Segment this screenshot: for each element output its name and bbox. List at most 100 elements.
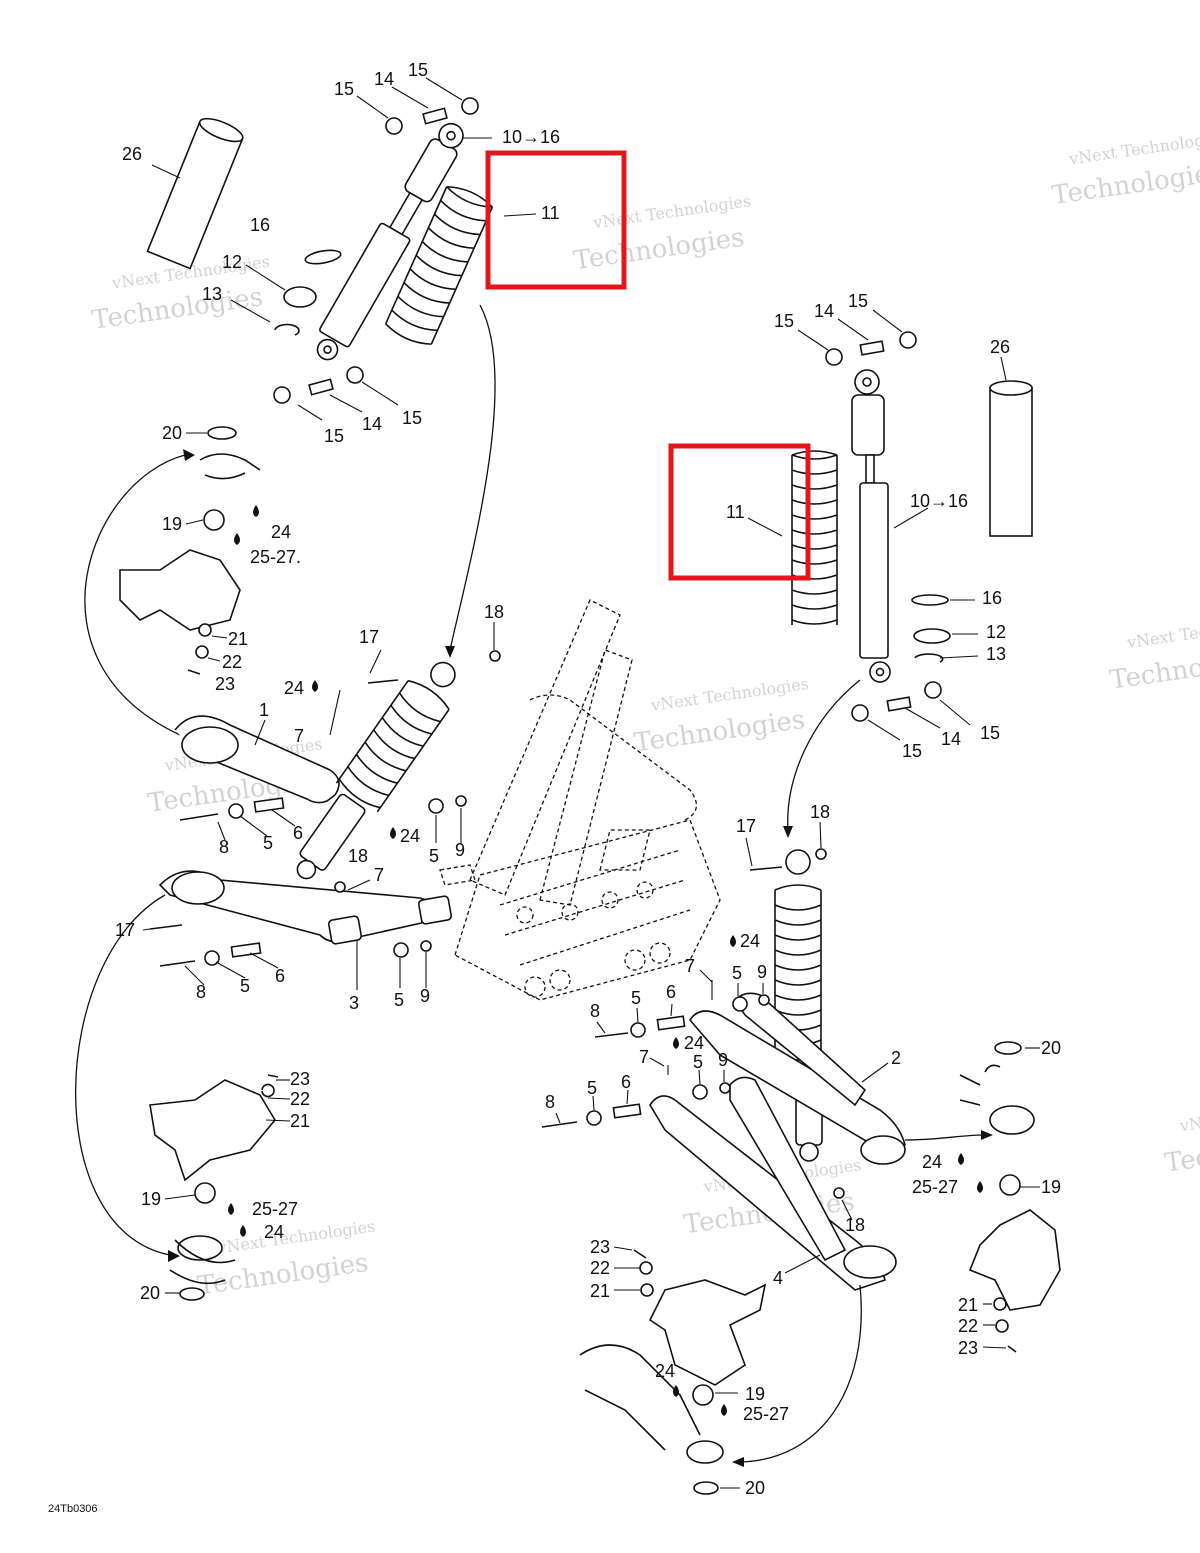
shock-absorber-right [851,369,891,683]
callout: 25-27 [252,1199,298,1219]
callout: 15 [334,79,354,99]
steering-knuckle-bottom [648,1279,767,1386]
steering-knuckle-lower [149,1079,276,1182]
callout: 23 [590,1237,610,1257]
callout: 9 [420,986,430,1006]
callout: 24 [684,1033,704,1053]
watermark-text: vNext Technologies [1178,1094,1200,1135]
callout: 5 [263,833,273,853]
callout: 24 [284,678,304,698]
callout: 15 [324,426,344,446]
callout: 21 [228,629,248,649]
steering-knuckle-right [968,1209,1061,1311]
callout: 23 [215,674,235,694]
callout: 22 [290,1089,310,1109]
callout: 10→16 [502,127,560,147]
callout: 13 [202,284,222,304]
callout: 25-27. [250,547,301,567]
callout: 6 [293,823,303,843]
callout: 19 [141,1189,161,1209]
watermark-text: vNext Technologies [1125,611,1200,652]
callout: 17 [359,627,379,647]
callout: 17 [736,816,756,836]
sleeve [308,378,334,396]
callout: 22 [958,1316,978,1336]
callout: 24 [922,1152,942,1172]
callout: 18 [484,602,504,622]
callout: 16 [982,588,1002,608]
callout: 15 [402,408,422,428]
left-a-arms [74,304,501,1262]
callout: 18 [845,1215,865,1235]
callout: 23 [958,1338,978,1358]
circlip [994,1041,1022,1055]
left-upper-knuckle [84,426,261,736]
callout: 20 [140,1283,160,1303]
bottom-knuckle [579,1246,767,1495]
spring-stopper [304,249,342,265]
callout: 8 [196,982,206,1002]
callout: 24 [271,522,291,542]
callout: 24 [655,1361,675,1381]
callout-labels: 15 14 15 10→16 26 11 16 12 13 15 14 15 2… [115,60,1061,1498]
callout: 15 [408,60,428,80]
ball-joint [194,1182,216,1204]
callout: 22 [590,1258,610,1278]
callout: 26 [122,144,142,164]
callout: 20 [162,423,182,443]
callout: 2 [891,1048,901,1068]
callout: 6 [621,1072,631,1092]
circlip [693,1481,719,1495]
coil-spring-left [384,185,494,345]
callout: 24 [264,1222,284,1242]
callout: 6 [275,966,285,986]
callout: 25-27 [912,1177,958,1197]
callout: 4 [773,1268,783,1288]
callout: 11 [541,203,560,223]
callout: 12 [222,252,242,272]
callout: 23 [290,1069,310,1089]
right-knuckle [958,1041,1061,1353]
callout: 13 [986,644,1006,664]
sleeve [422,107,448,125]
callout: 11 [726,502,745,522]
callout: 15 [902,741,922,761]
circlip [179,1287,205,1301]
callout: 9 [455,840,465,860]
shock-cover-right [989,387,1033,537]
callout: 5 [429,846,439,866]
callout: 7 [374,865,384,885]
callout: 7 [685,956,695,976]
callout: 5 [732,963,742,983]
callout: 5 [631,988,641,1008]
watermark-text: Technologies [1108,642,1200,696]
seal-ring [283,286,317,308]
callout: 22 [222,652,242,672]
callout: 12 [986,622,1006,642]
callout: 16 [250,215,270,235]
circlip [207,426,237,440]
left-lower-knuckle [149,1074,291,1301]
callout: 14 [362,414,382,434]
callout: 15 [980,723,1000,743]
ball-joint [203,509,225,531]
callout: 9 [718,1050,728,1070]
callout: 7 [294,726,304,746]
callout: 25-27 [743,1404,789,1424]
bushing [346,366,364,384]
callout: 3 [349,993,359,1013]
vehicle-frame [439,599,721,1001]
shock-absorber-left [316,122,464,361]
callout: 9 [757,962,767,982]
right-a-arms [541,821,993,1467]
left-shock-exploded [146,77,537,421]
bushing [385,117,403,135]
callout: 10→16 [910,491,968,511]
callout: 21 [590,1281,610,1301]
callout: 20 [745,1478,765,1498]
callout: 18 [348,846,368,866]
highlight-box-spring-left [485,150,627,290]
right-shock-exploded [747,309,1033,838]
installed-shock-right [774,849,823,1162]
installed-shock-left [296,661,456,880]
